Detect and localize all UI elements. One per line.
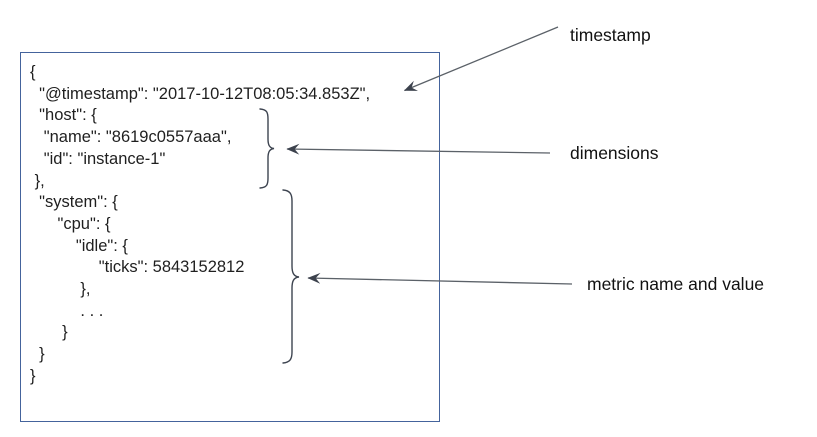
json-code: { "@timestamp": "2017-10-12T08:05:34.853… bbox=[30, 63, 371, 385]
timestamp-label: timestamp bbox=[570, 25, 651, 45]
dimensions-label: dimensions bbox=[570, 143, 659, 163]
json-document-box bbox=[20, 52, 440, 422]
metric-name-and-value-label: metric name and value bbox=[587, 274, 765, 294]
